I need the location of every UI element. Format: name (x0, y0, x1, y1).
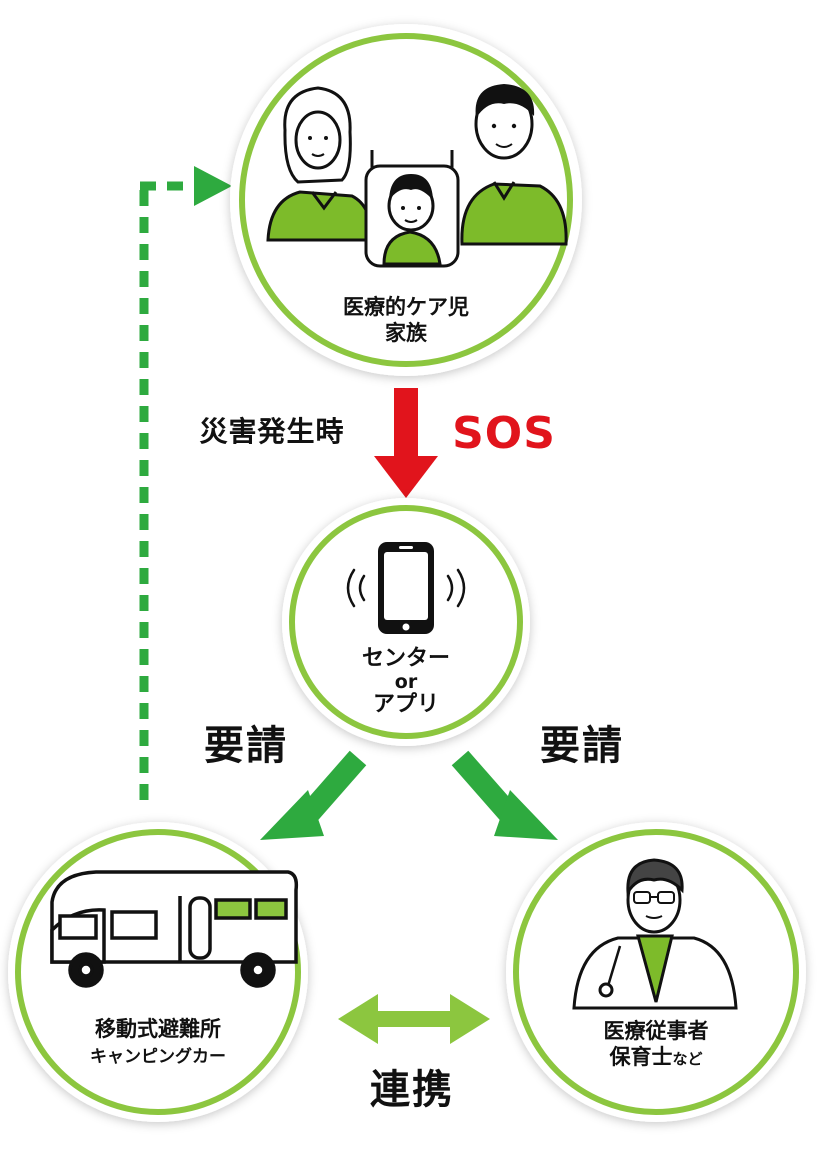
request-label-right: 要請 (540, 723, 624, 769)
father-illustration (460, 84, 568, 246)
center-label-line1: センター (361, 646, 451, 671)
medical-label-line2: 保育士 (609, 1045, 673, 1069)
center-node-label: センター or アプリ (362, 646, 450, 718)
request-label-left: 要請 (204, 723, 288, 769)
disaster-label: 災害発生時 (199, 415, 345, 448)
medical-node (506, 822, 806, 1122)
center-label-line3: アプリ (372, 692, 440, 717)
vibration-waves-icon (346, 568, 466, 608)
family-node (230, 24, 582, 376)
dashed-arrow-head (194, 166, 232, 206)
center-node (282, 498, 530, 746)
camping-car-icon (50, 870, 299, 988)
sos-arrow (374, 388, 438, 498)
family-node-label: 医療的ケア児 家族 (343, 294, 469, 346)
medical-label-line2-tail: など (672, 1050, 703, 1068)
smartphone-icon (378, 542, 434, 634)
sos-label: SOS (452, 408, 556, 459)
request-arrow-right (451, 750, 558, 840)
dashed-return-path (139, 166, 232, 800)
medical-node-label: 医療従事者 保育士など (604, 1018, 709, 1072)
shelter-node-label: 移動式避難所 キャンピングカー (90, 1016, 226, 1068)
mother-illustration (266, 86, 374, 242)
medical-label-line1: 医療従事者 (603, 1019, 709, 1043)
shelter-node (8, 822, 308, 1122)
family-label-line2: 家族 (385, 321, 427, 345)
family-label-line1: 医療的ケア児 (343, 295, 469, 319)
cooperation-label: 連携 (370, 1067, 454, 1113)
request-arrow-left (260, 750, 367, 840)
doctor-illustration (572, 858, 738, 1010)
cooperation-arrow (338, 994, 490, 1044)
shelter-label-line1: 移動式避難所 (95, 1017, 221, 1041)
child-in-wheelchair-illustration (364, 150, 460, 268)
shelter-label-line2: キャンピングカー (90, 1047, 226, 1067)
center-label-line2: or (394, 671, 418, 693)
